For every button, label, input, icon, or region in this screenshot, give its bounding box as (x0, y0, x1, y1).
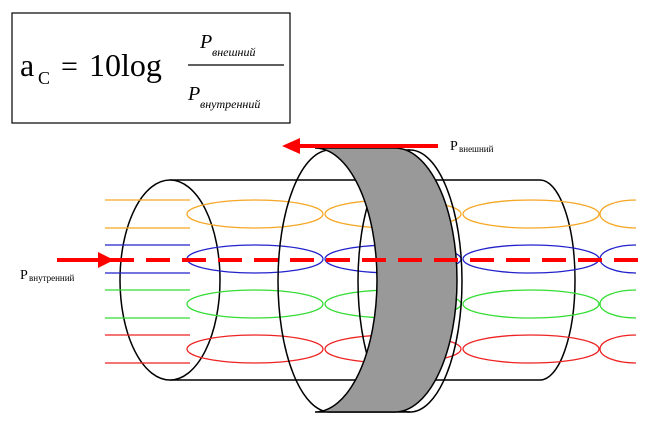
label-outer-symbol: P (450, 139, 458, 154)
pair-red-twist (462, 334, 600, 364)
shield-band (314, 147, 458, 413)
pair-orange (105, 199, 637, 229)
label-outer-subscript: внешний (459, 144, 494, 154)
fixture-left-arc (277, 149, 331, 413)
formula-coefficient: 10 (89, 47, 121, 83)
formula-lhs: a (20, 47, 34, 83)
pair-green-twist (186, 289, 324, 319)
pair-green-twist (462, 289, 600, 319)
formula-denominator-symbol: P (187, 83, 200, 105)
outer-power-arrow (282, 138, 438, 154)
outer-arrow-head (282, 138, 300, 154)
shield-surface (314, 147, 458, 413)
inner-cable-tube (119, 179, 576, 381)
inner-power-arrow (57, 252, 114, 268)
tube-right-end (539, 179, 576, 381)
label-inner-power: P внутренний (20, 268, 75, 283)
label-inner-symbol: P (20, 268, 28, 283)
pair-orange-twist (462, 199, 600, 229)
formula-lhs-subscript: C (38, 68, 50, 88)
pair-green-twist (599, 289, 637, 319)
twisted-pairs (105, 199, 637, 364)
formula-equals: = (61, 50, 78, 83)
pair-red-twist (599, 334, 637, 364)
formula-numerator-symbol: P (199, 31, 212, 53)
pair-orange-twist (186, 199, 324, 229)
pair-red-twist (186, 334, 324, 364)
formula-numerator-subscript: внешний (212, 45, 256, 59)
inner-arrow-head (98, 252, 114, 268)
formula-box: a C = 10 log P внешний P внутренний (11, 12, 291, 124)
fixture-right-end (357, 149, 463, 413)
formula-border (11, 12, 291, 124)
pair-orange-twist (599, 199, 637, 229)
formula-denominator-subscript: внутренний (200, 97, 260, 111)
pair-green (105, 289, 637, 319)
formula-log: log (121, 47, 162, 83)
label-inner-subscript: внутренний (29, 273, 75, 283)
label-outer-power: P внешний (450, 139, 494, 154)
tube-left-end (119, 179, 221, 381)
